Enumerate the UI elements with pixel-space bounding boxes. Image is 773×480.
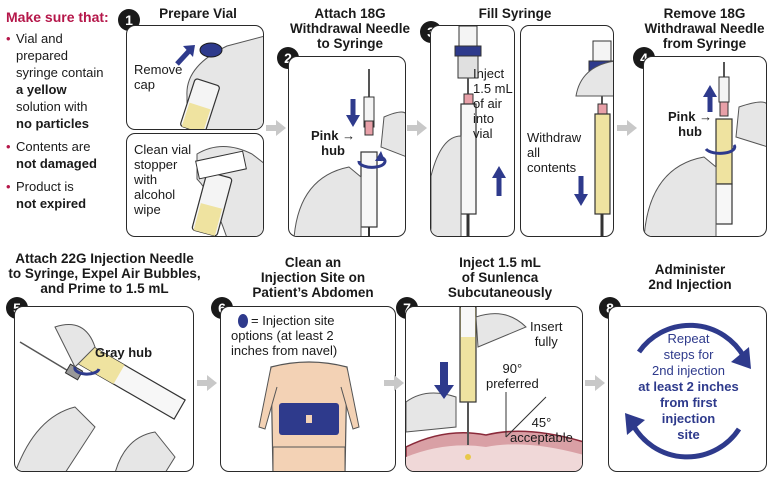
step-title-8: Administer 2nd Injection [648,262,732,292]
withdraw-illustration [574,40,613,236]
checklist-item-2: • Contents are not damaged [6,139,97,171]
next-arrow-icon [266,120,286,136]
step6-panel: = Injection site options (at least 2 inc… [220,306,396,472]
angle-45-label: 45° acceptable [510,415,573,445]
up-arrow-icon [175,49,191,66]
next-arrow-icon [197,375,217,391]
repeat-label: Repeat steps for 2nd injection at least … [638,331,739,442]
clean-stopper-illustration [191,146,263,236]
next-arrow-icon [617,120,637,136]
cycle-arrow-icon [636,322,747,359]
step-title-1: Prepare Vial [159,6,237,21]
twist-arrow-icon [73,366,101,376]
step-title-7: Inject 1.5 mL of Sunlenca Subcutaneously [447,255,553,300]
abdomen-illustration [238,314,360,471]
step5-panel: Gray hub [14,306,194,472]
clean-vial-label: Clean vial stopper with alcohol wipe [134,142,192,217]
withdraw-label: Withdraw all contents [527,130,582,175]
step1-panel-clean-stopper: Clean vial stopper with alcohol wipe [126,133,264,237]
step1-panel-remove-cap: Remove cap [126,25,264,130]
inject-air-illustration [431,26,506,236]
step4-panel: Pink → hub [643,56,767,237]
remove-cap-illustration [175,36,263,129]
step8-panel: Repeat steps for 2nd injection at least … [608,306,767,472]
next-arrow-icon [407,120,427,136]
gray-hub-label: Gray hub [95,345,153,360]
angle-90-label: 90° preferred [486,361,539,391]
step3-panel-inject-air: Inject 1.5 mL of air into vial [430,25,515,237]
step-title-5: Attach 22G Injection Needle to Syringe, … [8,251,201,296]
bullet: • [6,179,11,194]
pink-hub-label: Pink → hub [668,109,713,139]
step-title-6: Clean an Injection Site on Patient’s Abd… [252,255,374,300]
step-title-4: Remove 18G Withdrawal Needle from Syring… [644,6,765,51]
injection-site-marker-icon [238,314,248,328]
repeat-cycle-illustration [625,322,751,460]
inject-illustration [406,307,582,471]
twist-arrow-icon [704,144,737,155]
remove-cap-label: Remove cap [134,62,183,92]
cycle-arrow-icon [630,423,742,460]
step7-panel: Insert fully 90° preferred 45° acceptabl… [405,306,583,472]
checklist-heading: Make sure that: [6,9,109,25]
next-arrow-icon [384,375,404,391]
pink-hub-label: Pink → hub [311,128,356,158]
checklist-item-3: • Product is not expired [6,179,87,211]
attach-injection-needle-illustration [15,324,186,471]
site-options-label: = Injection site options (at least 2 inc… [231,313,338,358]
checklist-item-1: • Vial and prepared syringe contain a ye… [6,31,104,131]
next-arrow-icon [585,375,605,391]
insert-fully-label: Insert fully [530,319,563,349]
step-title-3: Fill Syringe [478,6,552,21]
step-title-2: Attach 18G Withdrawal Needle to Syringe [290,6,410,51]
step2-panel: Pink → hub [288,56,406,237]
remove-needle-illustration [644,62,766,236]
attach-needle-illustration [293,69,405,236]
bullet: • [6,31,11,46]
checklist: Make sure that: • Vial and prepared syri… [6,8,116,212]
step3-panel-withdraw: Withdraw all contents [520,25,614,237]
bullet: • [6,139,11,154]
inject-air-label: Inject 1.5 mL of air into vial [473,66,513,141]
